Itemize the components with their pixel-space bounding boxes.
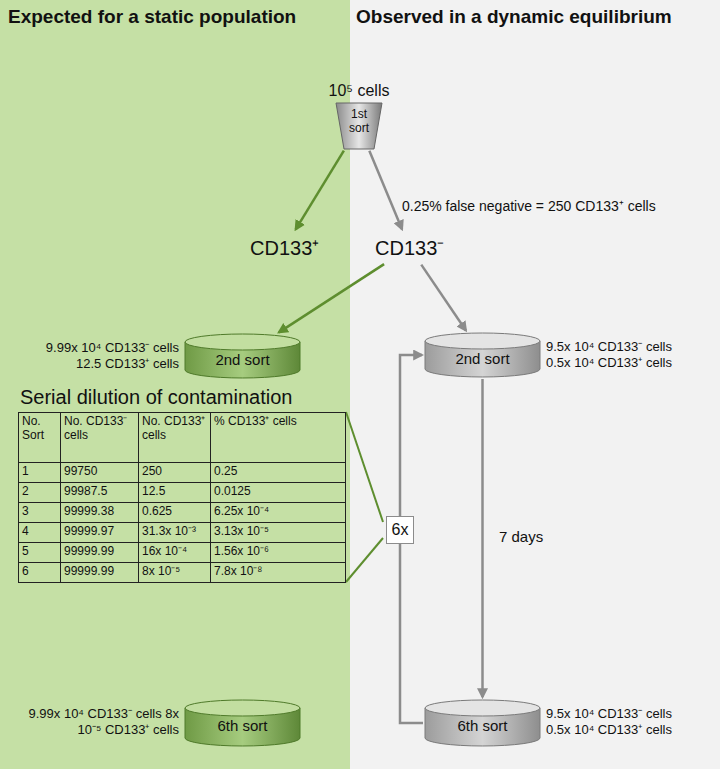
static-panel xyxy=(0,0,350,769)
table-cell: 1.56x 10⁻⁶ xyxy=(210,542,346,563)
table-cell: 31.3x 10⁻³ xyxy=(138,522,211,543)
panel-heading: Expected for a static population xyxy=(8,6,296,28)
panel-heading: Observed in a dynamic equilibrium xyxy=(356,6,672,28)
flow-arrow xyxy=(421,265,466,331)
table-cell: 99999.99 xyxy=(60,542,139,563)
table-cell: 99750 xyxy=(60,462,139,483)
table-cell: 16x 10⁻⁴ xyxy=(138,542,211,563)
table-header-cell: No. Sort xyxy=(18,412,61,463)
table-cell: 99999.97 xyxy=(60,522,139,543)
table-cell: 7.8x 10⁻⁸ xyxy=(210,562,346,583)
table-header-cell: No. CD133⁻ cells xyxy=(60,412,139,463)
cell-count: 10⁵ cells xyxy=(329,82,390,100)
table-title: Serial dilution of contamination xyxy=(20,386,292,409)
funnel-outline xyxy=(336,103,382,149)
sort-label: 1st sort xyxy=(340,108,378,136)
dish-rim xyxy=(185,700,300,716)
sorter-funnel: 10⁵ cells1st sort xyxy=(336,103,382,149)
sort-label: 6th sort xyxy=(425,717,540,734)
cell-counts: 9.5x 10⁴ CD133⁻ cells 0.5x 10⁴ CD133⁺ ce… xyxy=(546,339,698,372)
dish-rim xyxy=(425,333,540,349)
flow-arrow xyxy=(296,151,344,230)
dish-rim xyxy=(425,700,540,716)
culture-dish: 2nd sort9.99x 10⁴ CD133⁻ cells 12.5 CD13… xyxy=(185,334,300,378)
sort-label: 2nd sort xyxy=(425,350,540,367)
culture-dish: 2nd sort9.5x 10⁴ CD133⁻ cells 0.5x 10⁴ C… xyxy=(425,333,540,377)
dynamic-panel xyxy=(350,0,720,769)
population-node: CD133⁻ xyxy=(372,232,447,263)
population-label: CD133⁻ xyxy=(372,232,447,263)
table-cell: 6 xyxy=(18,562,61,583)
table-cell: 0.625 xyxy=(138,502,211,523)
dish-rim xyxy=(185,334,300,350)
sort-label: 6th sort xyxy=(185,717,300,734)
table-header-cell: % CD133⁺ cells xyxy=(210,412,346,463)
flow-arrow xyxy=(279,264,384,332)
table-cell: 6.25x 10⁻⁴ xyxy=(210,502,346,523)
table-cell: 4 xyxy=(18,522,61,543)
table-cell: 0.25 xyxy=(210,462,346,483)
repeat-count-box: 6x xyxy=(386,516,414,544)
table-cell: 12.5 xyxy=(138,482,211,503)
table-cell: 3.13x 10⁻⁵ xyxy=(210,522,346,543)
sort-label: 2nd sort xyxy=(185,351,300,368)
table-cell: 2 xyxy=(18,482,61,503)
flow-arrow xyxy=(481,379,484,697)
table-cell: 8x 10⁻⁵ xyxy=(138,562,211,583)
leader-line xyxy=(346,412,383,522)
cell-counts: 9.99x 10⁴ CD133⁻ cells 12.5 CD133⁺ cells xyxy=(27,340,179,373)
table-cell: 250 xyxy=(138,462,211,483)
table-cell: 1 xyxy=(18,462,61,483)
culture-dish: 6th sort9.99x 10⁴ CD133⁻ cells 8x 10⁻⁵ C… xyxy=(185,700,300,746)
population-node: CD133⁺ xyxy=(247,232,322,263)
table-cell: 99999.38 xyxy=(60,502,139,523)
flow-arrow xyxy=(369,151,402,229)
edge-label: 0.25% false negative = 250 CD133⁺ cells xyxy=(400,196,658,215)
table-header-cell: No. CD133⁺ cells xyxy=(138,412,211,463)
culture-dish: 6th sort9.5x 10⁴ CD133⁻ cells 0.5x 10⁴ C… xyxy=(425,700,540,746)
table-cell: 0.0125 xyxy=(210,482,346,503)
leader-line xyxy=(346,538,383,582)
cell-counts: 9.5x 10⁴ CD133⁻ cells 0.5x 10⁴ CD133⁺ ce… xyxy=(546,706,698,739)
edge-label: 7 days xyxy=(497,528,545,545)
population-label: CD133⁺ xyxy=(247,232,322,263)
table-cell: 99987.5 xyxy=(60,482,139,503)
table-cell: 99999.99 xyxy=(60,562,139,583)
table-cell: 5 xyxy=(18,542,61,563)
table-cell: 3 xyxy=(18,502,61,523)
cell-counts: 9.99x 10⁴ CD133⁻ cells 8x 10⁻⁵ CD133⁺ ce… xyxy=(27,706,179,739)
